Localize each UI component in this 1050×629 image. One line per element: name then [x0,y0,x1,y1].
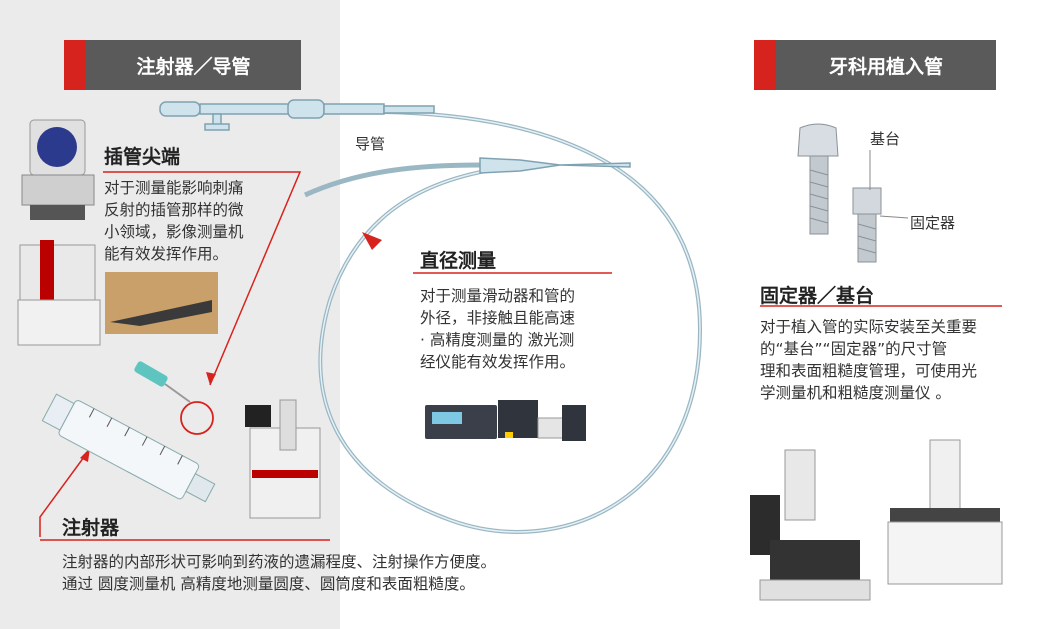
header-accent [64,40,86,90]
diameter-text: 对于测量滑动器和管的 外径，非接触且能高速 · 高精度测量的 激光测 经仪能有效… [420,287,576,371]
left-section-header: 注射器／导管 [64,40,301,90]
profile-projector-image [21,119,95,220]
syringe-connector-line [39,456,85,537]
laser-scan-micrometer-image [425,400,586,441]
catheter-lower-tube [303,162,481,198]
syringe-image [41,393,216,503]
catheter-tip-title: 插管尖端 [104,146,181,168]
surface-roughness-tester-image [887,439,1003,585]
left-header-label: 注射器／导管 [86,40,301,90]
vision-measuring-machine-image [17,240,101,346]
tube-arrow [362,232,382,250]
syringe-text: 注射器的内部形状可影响到药液的遗漏程度、注射操作方便度。 通过 圆度测量机 高精… [62,553,497,593]
tip-circle [180,401,214,435]
roundness-tester-image [245,399,321,519]
implant-text: 对于植入管的实际安装至关重要 的“基台”“固定器”的尺寸管 理和表面粗糙度管理，… [760,318,978,402]
needle-tip-micrograph [105,272,218,334]
right-section-header: 牙科用植入管 [754,40,996,90]
header-accent [754,40,776,90]
diameter-title: 直径测量 [420,250,497,272]
measuring-microscope-image [750,449,871,601]
syringe-title: 注射器 [62,517,120,539]
catheter-hub [159,99,435,131]
implant-title: 固定器／基台 [760,285,875,307]
needle-image [134,361,191,403]
tip-connector-line [103,171,302,386]
dental-abutment-image [797,123,839,235]
right-header-label: 牙科用植入管 [776,40,996,90]
catheter-tip-text: 对于测量能影响刺痛 反射的插管那样的微 小领域，影像测量机 能有效发挥作用。 [104,179,244,263]
catheter-label: 导管 [355,135,386,153]
fixture-label: 固定器 [910,214,956,232]
dental-fixture-image [852,187,882,263]
abutment-label: 基台 [870,130,901,148]
